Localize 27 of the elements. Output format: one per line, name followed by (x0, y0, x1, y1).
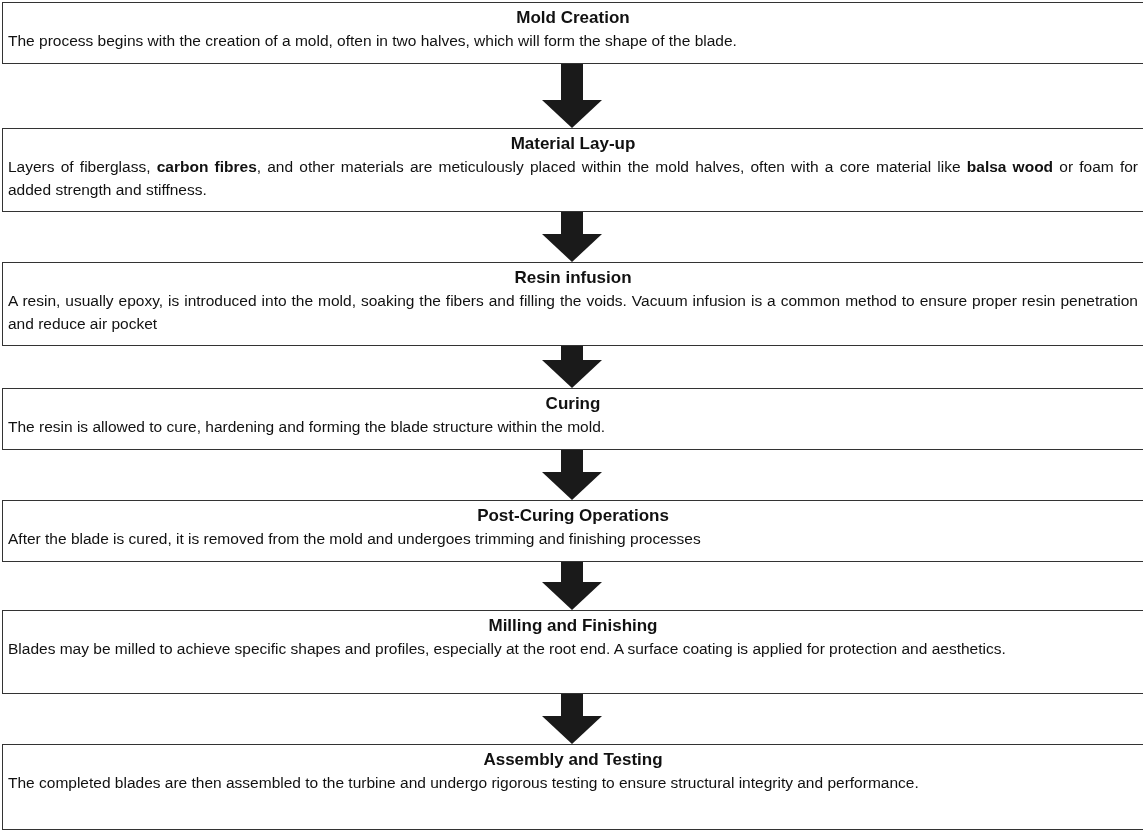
step-description: The completed blades are then assembled to the turbine and undergo rigorous testing to ensure structural integrity and performance. (8, 773, 920, 793)
step-description: After the blade is cured, it is removed from the mold and undergoes trimming and finishing processes (8, 529, 702, 549)
step-description: The resin is allowed to cure, hardening and forming the blade structure within the mold. (8, 417, 607, 437)
step-title: Resin infusion (513, 267, 633, 289)
step-description: A resin, usually epoxy, is introduced into the mold, soaking the fibers and filling the voids. Vacuum infusion is a common method to ensure proper resin penetration and reduce air pocket (8, 291, 1138, 334)
process-box (2, 610, 1143, 694)
step-title: Post-Curing Operations (476, 505, 670, 527)
process-box (2, 744, 1143, 830)
step-description: The process begins with the creation of a mold, often in two halves, which will form the shape of the blade. (8, 31, 738, 51)
step-description: Blades may be milled to achieve specific shapes and profiles, especially at the root end. A surface coating is applied for protection and aesthetics. (8, 639, 1007, 659)
arrow (542, 64, 602, 128)
step-title: Curing (544, 393, 602, 415)
arrow (542, 694, 602, 744)
arrow (542, 212, 602, 262)
process-box (2, 388, 1143, 450)
step-title: Mold Creation (515, 7, 631, 29)
process-box (2, 128, 1143, 212)
step-title: Material Lay-up (509, 133, 637, 155)
step-title: Milling and Finishing (487, 615, 659, 637)
step-description: Layers of fiberglass, carbon fibres, and other materials are meticulously placed within the mold halves, often with a core material like balsa wood or foam for added strength and stiffness. (8, 157, 1138, 200)
arrow (542, 346, 602, 388)
process-box (2, 2, 1143, 64)
process-box (2, 500, 1143, 562)
process-box (2, 262, 1143, 346)
arrow (542, 562, 602, 610)
arrow (542, 450, 602, 500)
step-title: Assembly and Testing (482, 749, 664, 771)
